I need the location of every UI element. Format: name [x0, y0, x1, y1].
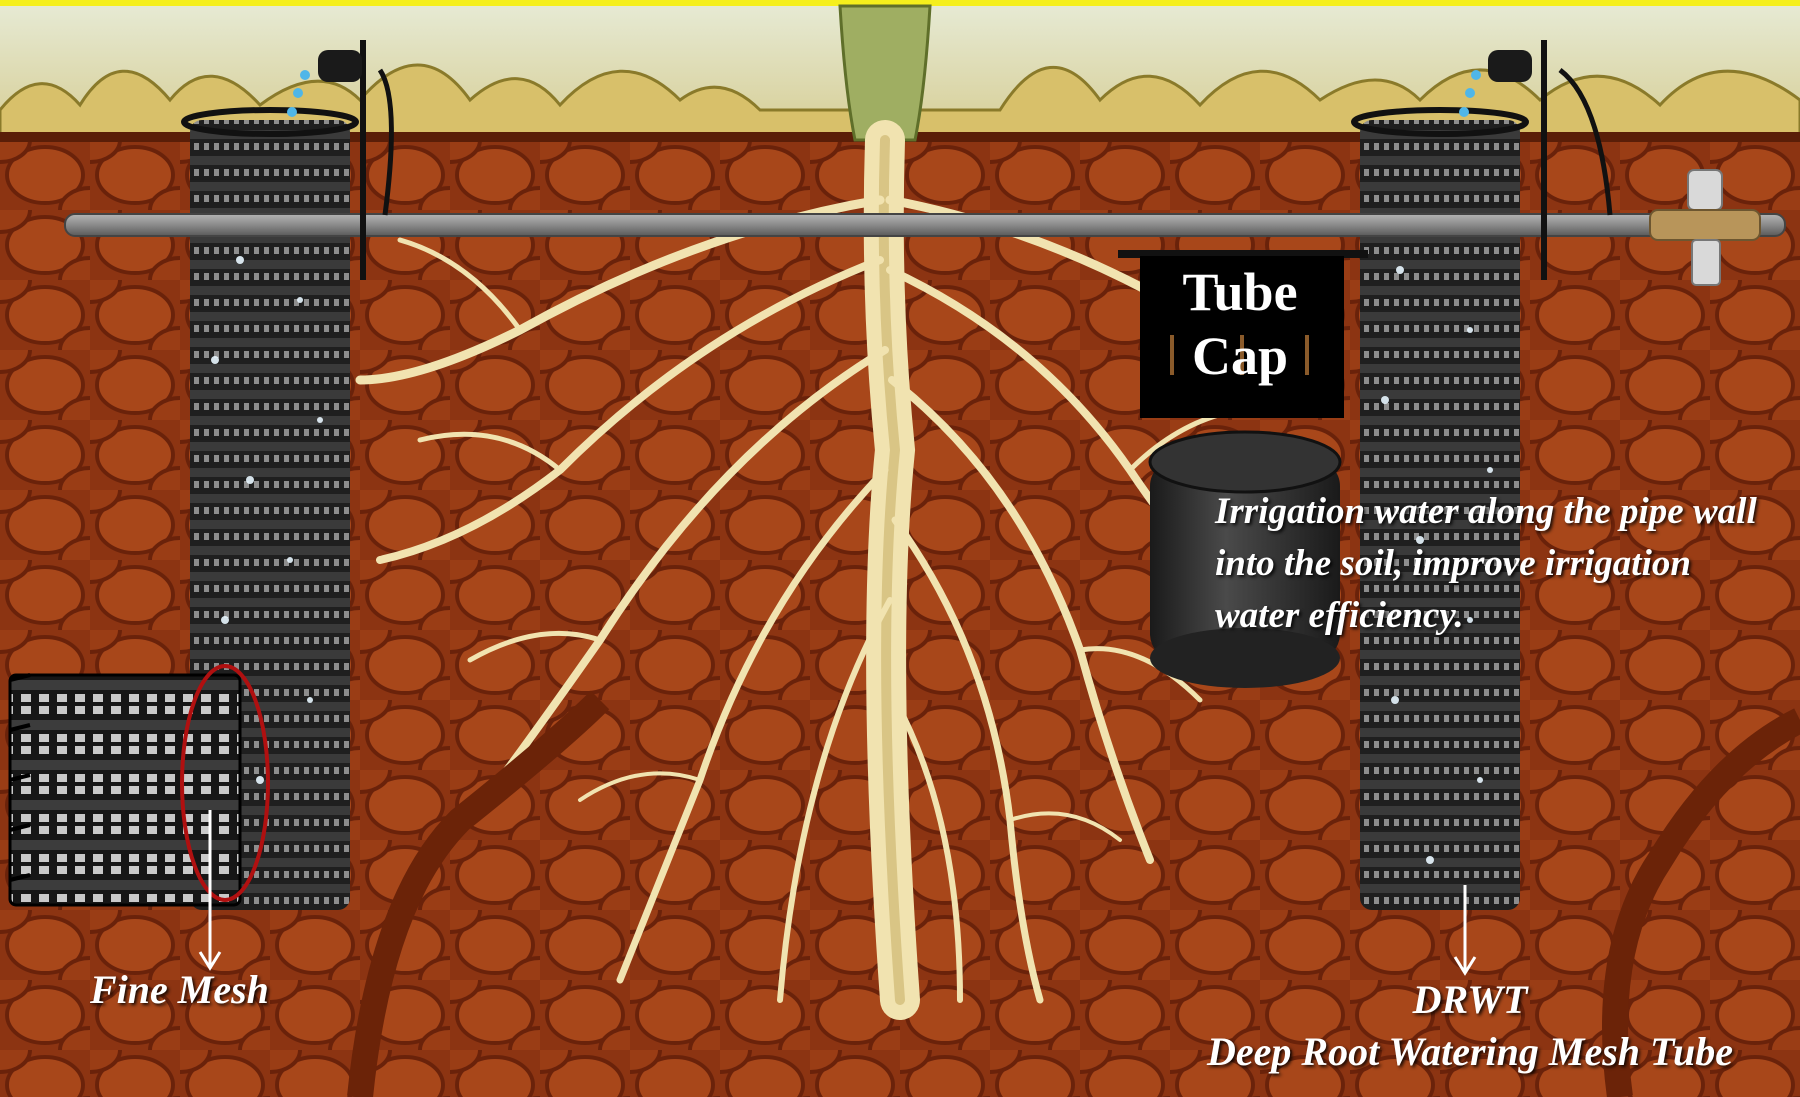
- plant-stem: [840, 6, 930, 140]
- fine-mesh-label: Fine Mesh: [90, 966, 269, 1013]
- tube-cap-line1: Tube: [1140, 260, 1340, 324]
- right-stake: [1541, 40, 1547, 280]
- drwt-full-name-label: Deep Root Watering Mesh Tube: [1180, 1028, 1760, 1075]
- tube-cap-label: Tube Cap: [1140, 260, 1340, 388]
- irrigation-caption: Irrigation water along the pipe wall int…: [1215, 486, 1775, 642]
- drwt-acronym-label: DRWT: [1300, 976, 1640, 1023]
- fine-mesh-closeup: [10, 675, 240, 905]
- tube-cap-line2: Cap: [1140, 324, 1340, 388]
- irrigation-pipe: [65, 214, 1785, 236]
